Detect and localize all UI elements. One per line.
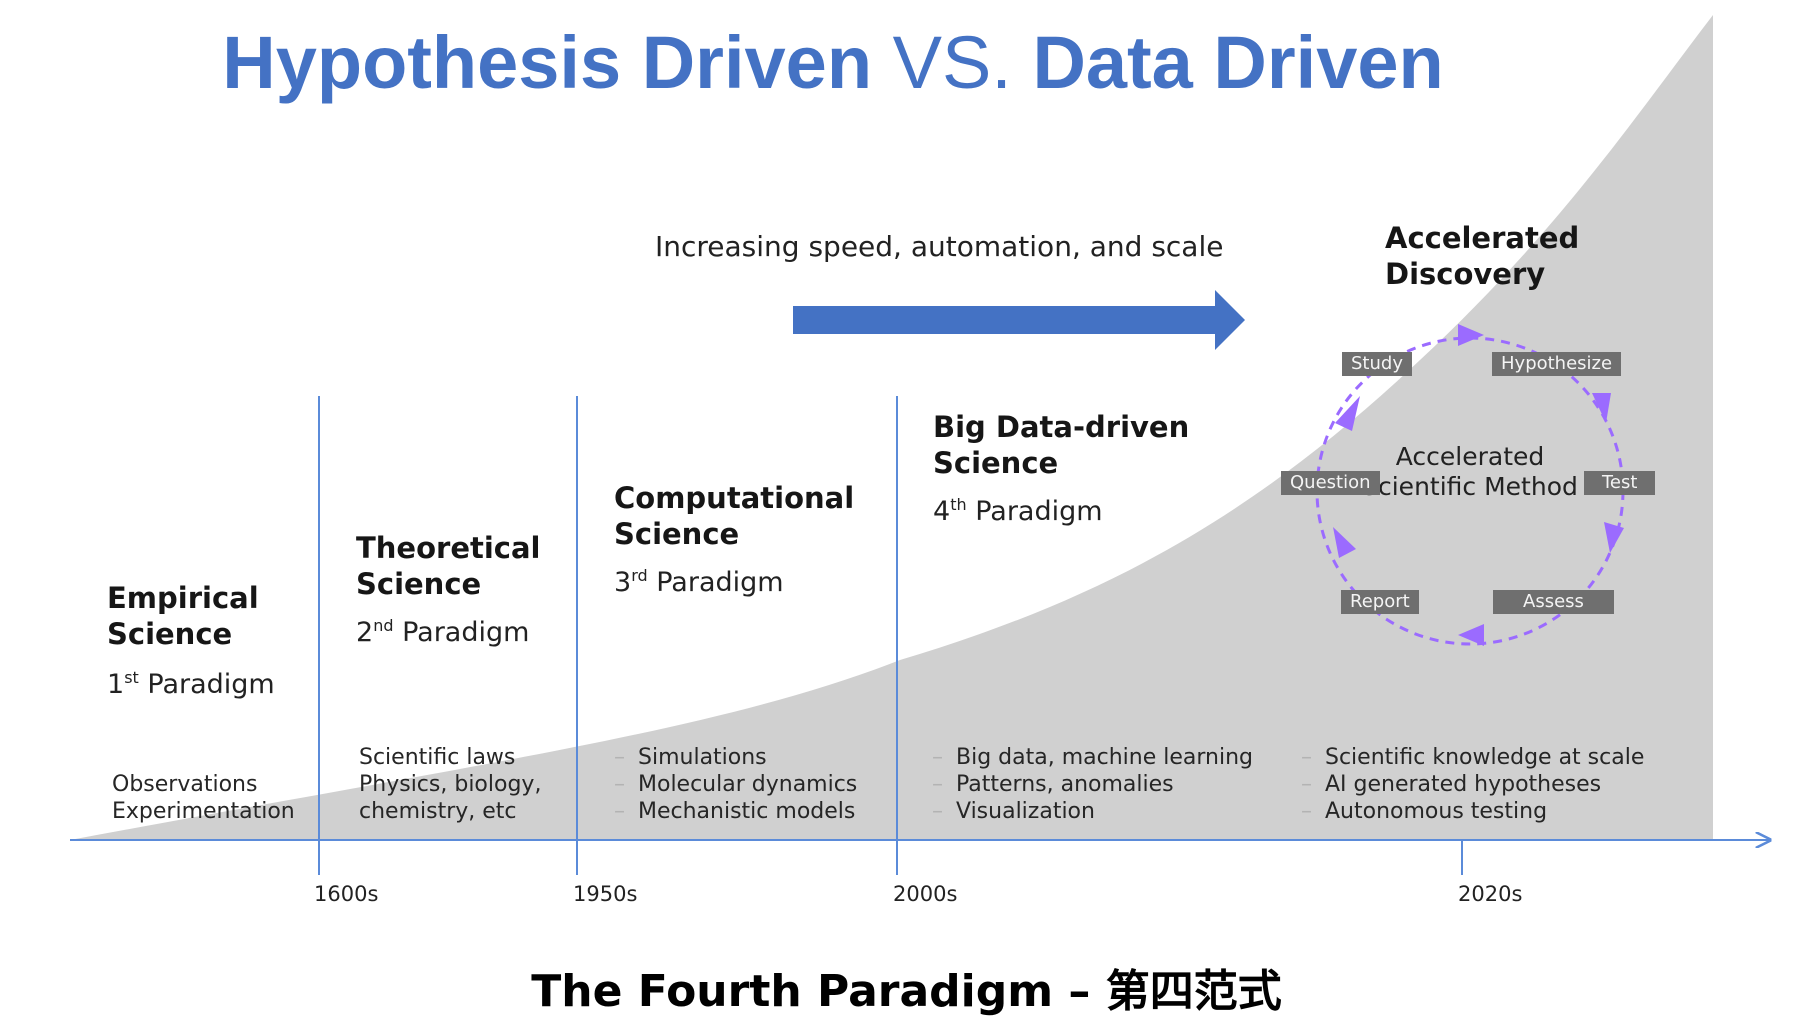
- growth-curve-area: [70, 15, 1713, 840]
- list-item: –Mechanistic models: [614, 799, 856, 824]
- step-question: Question: [1281, 471, 1380, 495]
- method-label: Accelerated Scientific Method: [1362, 442, 1578, 501]
- year-1950s: 1950s: [573, 882, 638, 906]
- cycle-arrow-top: [1458, 324, 1484, 346]
- year-2020s: 2020s: [1458, 882, 1523, 906]
- list-item: Scientific laws: [359, 745, 516, 770]
- list-item: –Visualization: [932, 799, 1095, 824]
- paradigm-2-items: Scientific laws Physics, biology, chemis…: [359, 744, 541, 825]
- cycle-arrow-upper-left: [1335, 396, 1360, 431]
- paradigm-4-label: 4th Paradigm: [933, 495, 1103, 527]
- page-title: Hypothesis Driven VS. Data Driven: [0, 22, 1666, 103]
- speed-arrow: [793, 290, 1245, 350]
- paradigm-1-items: Observations Experimentation: [112, 771, 295, 825]
- cycle-arrow-lower-left: [1333, 527, 1356, 558]
- cycle-arrow-upper-right: [1592, 393, 1611, 423]
- list-item: –Autonomous testing: [1301, 799, 1548, 824]
- step-hypothesize: Hypothesize: [1492, 352, 1622, 376]
- paradigm-4-items: –Big data, machine learning –Patterns, a…: [932, 744, 1253, 825]
- list-item: –Simulations: [614, 745, 767, 770]
- step-study: Study: [1342, 352, 1412, 376]
- list-item: –Molecular dynamics: [614, 772, 858, 797]
- list-item: –Scientific knowledge at scale: [1301, 745, 1645, 770]
- year-2000s: 2000s: [893, 882, 958, 906]
- cycle-arrow-lower-right: [1604, 522, 1624, 553]
- list-item: Experimentation: [112, 799, 295, 824]
- title-hypothesis: Hypothesis Driven: [222, 21, 873, 104]
- speed-label: Increasing speed, automation, and scale: [655, 230, 1224, 263]
- step-report: Report: [1341, 590, 1419, 614]
- year-1600s: 1600s: [314, 882, 379, 906]
- accelerated-items: –Scientific knowledge at scale –AI gener…: [1301, 744, 1644, 825]
- list-item: –Patterns, anomalies: [932, 772, 1174, 797]
- list-item: Physics, biology,: [359, 772, 542, 797]
- list-item: chemistry, etc: [359, 799, 517, 824]
- cycle-arrow-bottom: [1458, 624, 1484, 646]
- footer-title: The Fourth Paradigm – 第四范式: [531, 966, 1282, 1017]
- paradigm-3-items: –Simulations –Molecular dynamics –Mechan…: [614, 744, 857, 825]
- title-vs: VS.: [892, 21, 1012, 104]
- list-item: –AI generated hypotheses: [1301, 772, 1602, 797]
- list-item: Observations: [112, 772, 258, 797]
- title-data: Data Driven: [1032, 21, 1444, 104]
- paradigm-1-label: 1st Paradigm: [107, 668, 275, 700]
- step-test: Test: [1584, 471, 1656, 495]
- step-assess: Assess: [1493, 590, 1614, 614]
- paradigm-3-label: 3rd Paradigm: [614, 566, 784, 598]
- paradigm-2-label: 2nd Paradigm: [356, 616, 530, 648]
- list-item: –Big data, machine learning: [932, 745, 1253, 770]
